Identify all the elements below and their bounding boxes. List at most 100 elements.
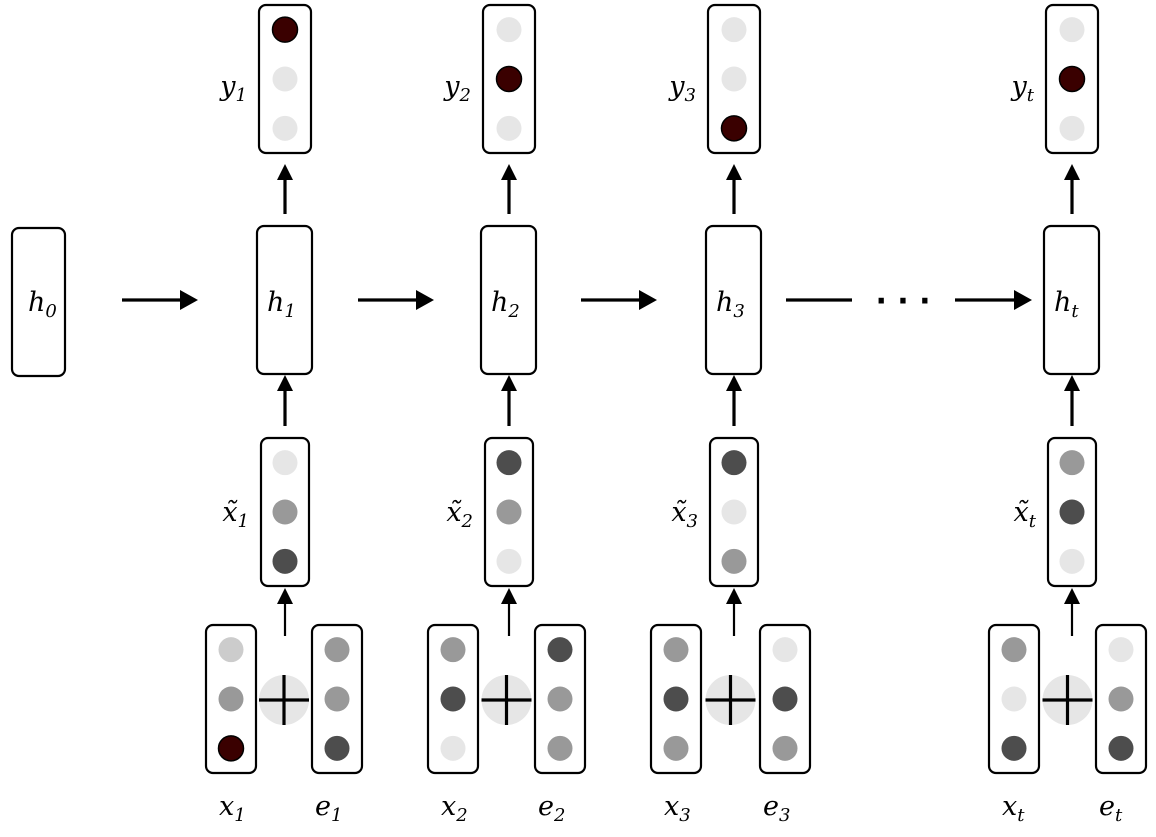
output-label-2-subscript: 2 <box>459 85 471 106</box>
initial-state-node: h0 <box>10 226 67 378</box>
hidden-state-label-3: h3 <box>716 287 745 322</box>
combined-label-2: x̃2 <box>446 497 473 532</box>
input-vector-3 <box>649 623 703 775</box>
combined-vector-4-unit-2 <box>1059 499 1085 525</box>
embedding-vector-3-unit-3 <box>772 735 798 761</box>
ellipsis: · · · <box>875 284 930 319</box>
hidden-state-label-1: h1 <box>267 287 296 322</box>
hidden-state-2: h2 <box>479 224 538 376</box>
output-vector-4-unit-1 <box>1059 17 1085 43</box>
combined-vector-3-unit-2 <box>721 499 747 525</box>
embedding-vector-1-unit-1 <box>324 637 350 663</box>
hidden-state-box-1 <box>255 224 314 376</box>
sum-to-combined-arrow-2 <box>501 588 517 636</box>
combined-vector-4-unit-1 <box>1059 450 1085 476</box>
hidden-state-label-3-base: h <box>716 287 733 318</box>
hidden-state-label-3-subscript: 3 <box>733 301 744 322</box>
embedding-vector-2 <box>533 623 587 775</box>
embedding-vector-1 <box>310 623 364 775</box>
input-label-1: x1 <box>219 791 246 826</box>
output-label-4: yt <box>1011 71 1035 106</box>
embedding-label-2-base: e <box>538 791 554 822</box>
embedding-vector-4 <box>1094 623 1148 775</box>
input-vector-2-unit-2 <box>440 686 466 712</box>
hidden-state-label-2-base: h <box>491 287 508 318</box>
combined-vector-1-unit-1 <box>272 450 298 476</box>
embedding-label-3: e3 <box>763 791 790 826</box>
input-vector-4-unit-2 <box>1001 686 1027 712</box>
combined-to-hidden-arrow-4-head <box>1064 375 1080 391</box>
sum-to-combined-arrow-3 <box>726 588 742 636</box>
combined-label-3: x̃3 <box>671 497 698 532</box>
embedding-label-2: e2 <box>538 791 565 826</box>
output-vector-4-unit-3 <box>1059 115 1085 141</box>
plus-operator-2 <box>481 675 532 725</box>
combined-vector-2-unit-1 <box>496 450 522 476</box>
combined-vector-2-unit-2 <box>496 499 522 525</box>
hidden-state-3: h3 <box>704 224 763 376</box>
input-vector-2-unit-1 <box>440 637 466 663</box>
output-label-3-subscript: 3 <box>685 85 696 106</box>
hidden-to-output-arrow-2 <box>501 164 517 214</box>
hidden-state-4: ht <box>1042 224 1101 376</box>
hidden-state-label-2-subscript: 2 <box>507 301 519 322</box>
combined-label-4-base: x̃ <box>1014 497 1030 528</box>
hidden-to-output-arrow-1-head <box>277 164 293 180</box>
output-label-1-subscript: 1 <box>236 85 247 106</box>
output-vector-2 <box>481 3 537 155</box>
output-vector-3-unit-3 <box>720 115 748 142</box>
output-label-3: y3 <box>668 71 696 106</box>
input-label-4-base: x <box>1002 791 1017 822</box>
combined-label-2-subscript: 2 <box>461 511 473 532</box>
hidden-to-output-arrow-2-head <box>501 164 517 180</box>
embedding-vector-2-unit-2 <box>547 686 573 712</box>
combined-vector-1 <box>259 436 311 588</box>
recurrent-arrow-0 <box>122 290 198 310</box>
input-vector-4-unit-3 <box>1001 735 1027 761</box>
combined-label-3-base: x̃ <box>671 497 687 528</box>
output-vector-4-unit-2 <box>1058 65 1086 93</box>
output-vector-1-unit-1 <box>271 16 299 43</box>
embedding-label-1: e1 <box>315 791 342 826</box>
combined-label-1-base: x̃ <box>222 497 238 528</box>
hidden-to-output-arrow-4 <box>1064 164 1080 214</box>
output-label-3-base: y <box>668 71 685 102</box>
input-vector-3-unit-1 <box>663 637 689 663</box>
embedding-label-1-base: e <box>315 791 331 822</box>
embedding-vector-4-unit-1 <box>1108 637 1134 663</box>
combined-vector-2-unit-3 <box>496 548 522 574</box>
embedding-vector-3 <box>758 623 812 775</box>
output-vector-4 <box>1044 3 1100 155</box>
output-label-2: y2 <box>443 71 471 106</box>
recurrent-arrow-1-head <box>416 290 434 310</box>
embedding-vector-3-unit-1 <box>772 637 798 663</box>
input-label-2-base: x <box>441 791 456 822</box>
plus-operator-1 <box>259 675 309 725</box>
recurrent-arrow-2-head <box>639 290 657 310</box>
output-vector-3 <box>706 3 762 155</box>
input-vector-1-unit-3 <box>217 735 245 762</box>
input-label-2-subscript: 2 <box>455 805 467 826</box>
output-vector-1-unit-2 <box>272 66 298 92</box>
initial-state-label: h0 <box>28 287 57 322</box>
output-vector-3-unit-1 <box>721 17 747 43</box>
combined-vector-1-unit-2 <box>272 499 298 525</box>
hidden-state-label-2: h2 <box>491 287 520 322</box>
input-vector-3-unit-3 <box>663 735 689 761</box>
combined-to-hidden-arrow-4 <box>1064 375 1080 426</box>
combined-label-1: x̃1 <box>222 497 249 532</box>
input-vector-2-unit-3 <box>440 735 466 761</box>
combined-to-hidden-arrow-3-head <box>726 375 742 391</box>
combined-vector-2 <box>483 436 535 588</box>
embedding-label-2-subscript: 2 <box>553 805 565 826</box>
hidden-state-1: h1 <box>255 224 314 376</box>
output-label-1-base: y <box>219 71 236 102</box>
plus-operator-3 <box>705 675 756 725</box>
combined-to-hidden-arrow-1 <box>277 375 293 426</box>
embedding-vector-1-unit-3 <box>324 735 350 761</box>
recurrent-arrow-0-head <box>180 290 198 310</box>
input-vector-2 <box>426 623 480 775</box>
embedding-label-3-subscript: 3 <box>779 805 790 826</box>
